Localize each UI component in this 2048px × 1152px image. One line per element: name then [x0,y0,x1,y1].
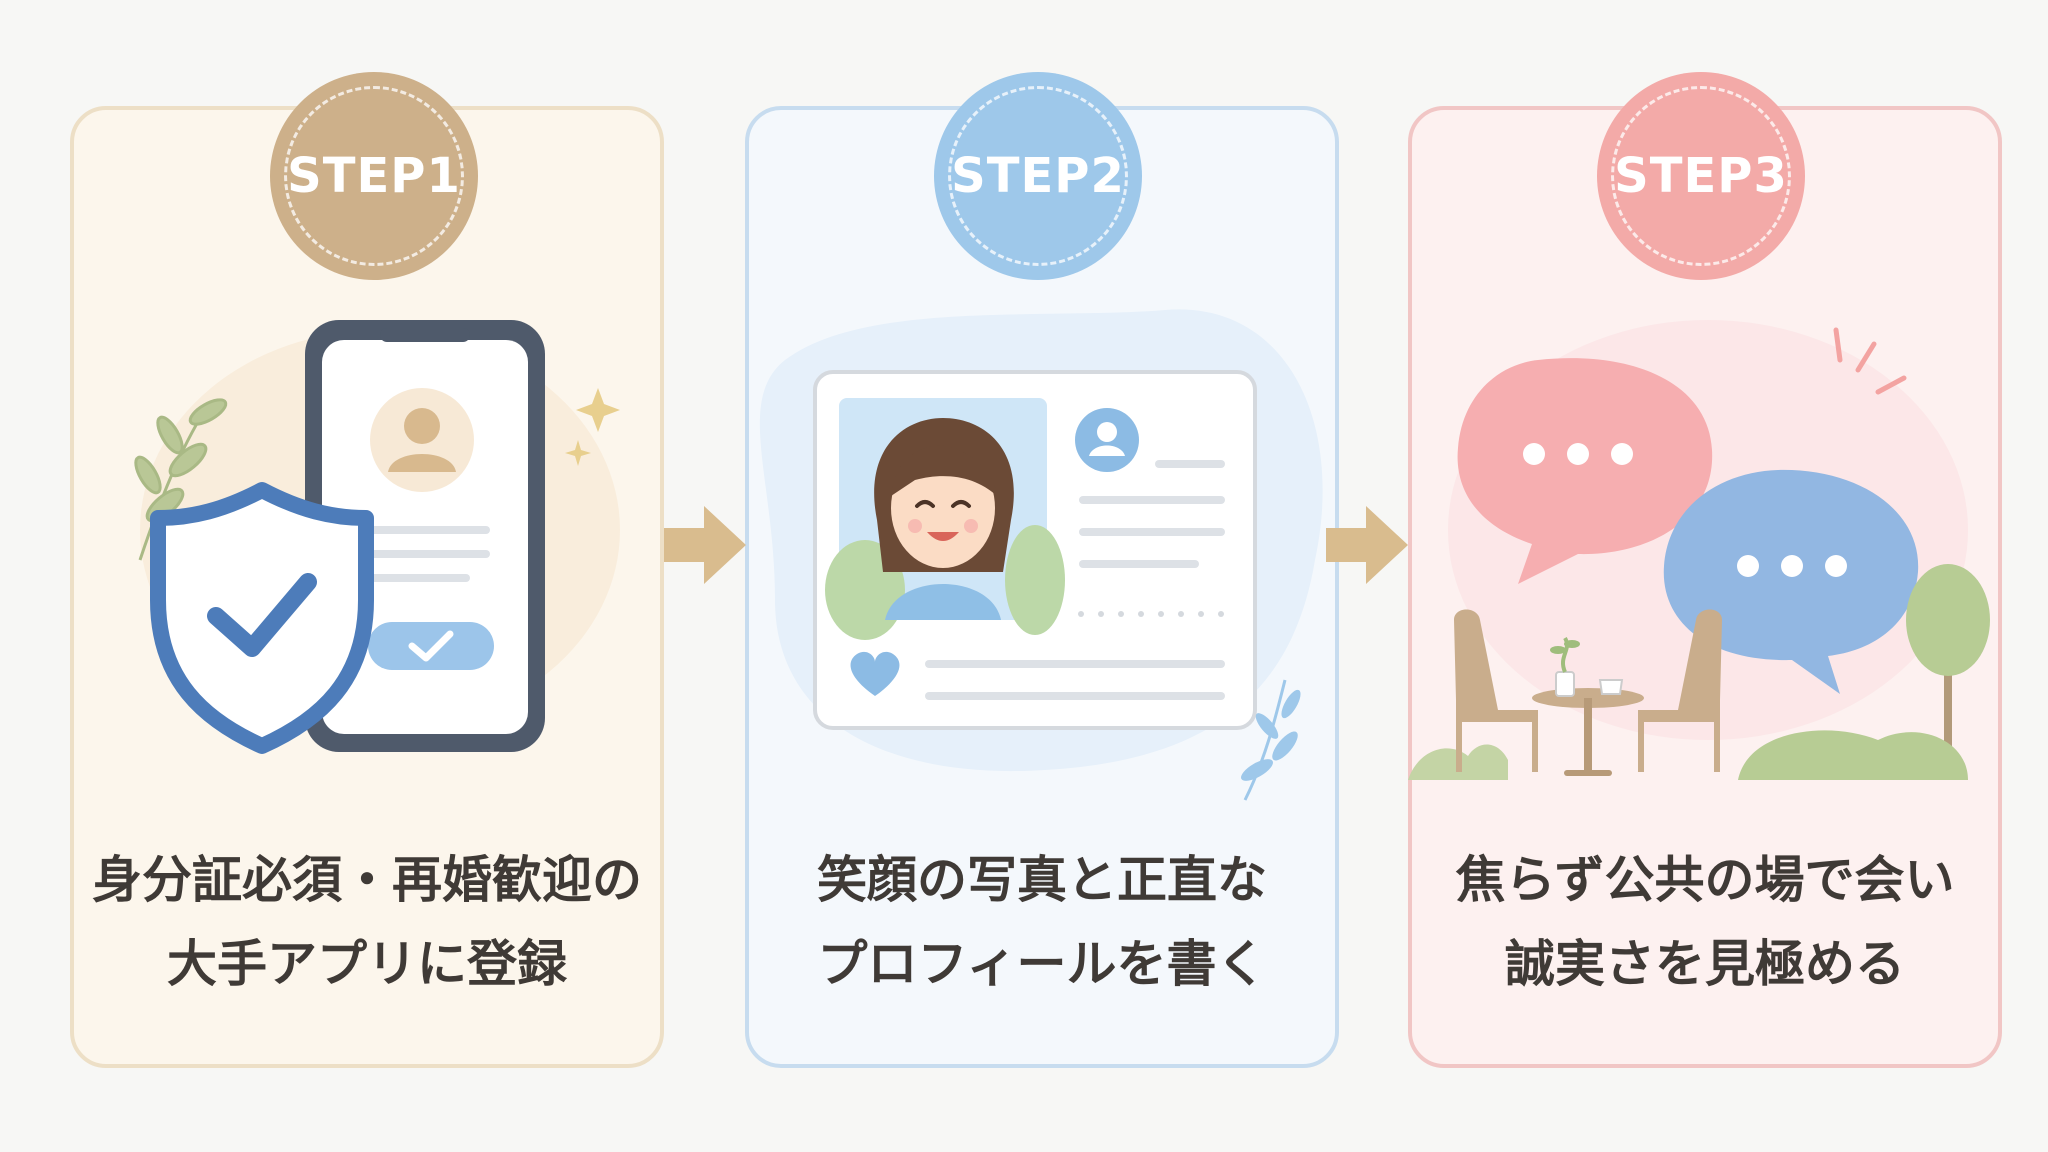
cafe-table-icon [1532,636,1644,776]
tree-icon [1906,564,1990,750]
step3-illustration [1408,320,1990,780]
arrow-right-icon [664,506,746,584]
profile-card-icon [813,370,1257,730]
step3-caption-line1: 焦らず公共の場で会い [1455,851,1955,909]
step1-badge: STEP1 [270,72,478,280]
step2-caption: 笑顔の写真と正直な プロフィールを書く [745,838,1339,1006]
step3-caption-line2: 誠実さを見極める [1505,935,1905,993]
step2-caption-line2: プロフィールを書く [817,935,1267,993]
speech-bubble-icon [1663,469,1919,694]
speech-bubble-icon [1457,358,1713,584]
step3-badge: STEP3 [1597,72,1805,280]
chair-icon [1638,609,1722,772]
step2-badge-label: STEP2 [951,148,1125,204]
user-avatar-icon [370,388,474,492]
chair-icon [1454,609,1538,772]
step1-caption-line2: 大手アプリに登録 [167,935,567,993]
step2-caption-line1: 笑顔の写真と正直な [817,851,1267,909]
smiling-woman-photo [825,398,1065,640]
step1-badge-label: STEP1 [287,148,461,204]
step3-caption: 焦らず公共の場で会い 誠実さを見極める [1408,838,2002,1006]
step3-badge-label: STEP3 [1614,148,1788,204]
step1-caption-line1: 身分証必須・再婚歓迎の [92,851,642,909]
step2-badge: STEP2 [934,72,1142,280]
step1-caption: 身分証必須・再婚歓迎の 大手アプリに登録 [70,838,664,1006]
sparkle-icon [565,388,620,466]
arrow-right-icon [1326,506,1408,584]
step1-illustration [134,320,620,754]
leaf-branch-icon [1241,679,1301,801]
heart-icon [850,651,900,696]
step2-illustration [759,309,1323,801]
user-avatar-icon [1075,408,1139,472]
shield-check-icon [150,482,374,754]
